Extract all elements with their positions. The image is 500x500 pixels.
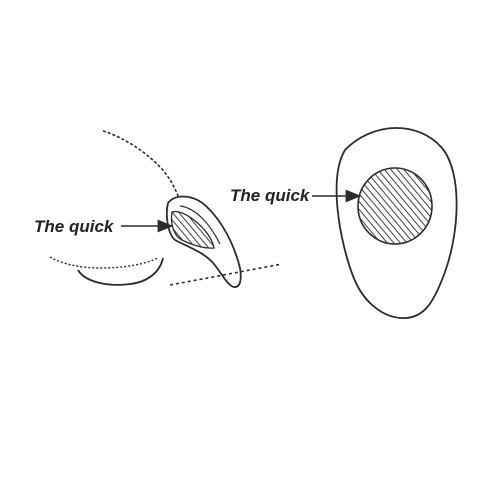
nail-inner-line <box>179 205 221 245</box>
quick-label-cross-section: The quick <box>230 186 311 205</box>
quick-label-side: The quick <box>34 217 115 236</box>
nail-cross-section: The quick <box>230 127 458 319</box>
paw-pad <box>77 257 164 286</box>
cross-section-quick-hatched <box>357 167 433 245</box>
paw-fur-outline <box>102 130 179 197</box>
nail-quick-hatched <box>170 210 215 249</box>
paw-fur-lower <box>49 256 159 269</box>
paw-side-view: The quick <box>34 130 283 288</box>
cut-guide-line <box>169 263 283 286</box>
